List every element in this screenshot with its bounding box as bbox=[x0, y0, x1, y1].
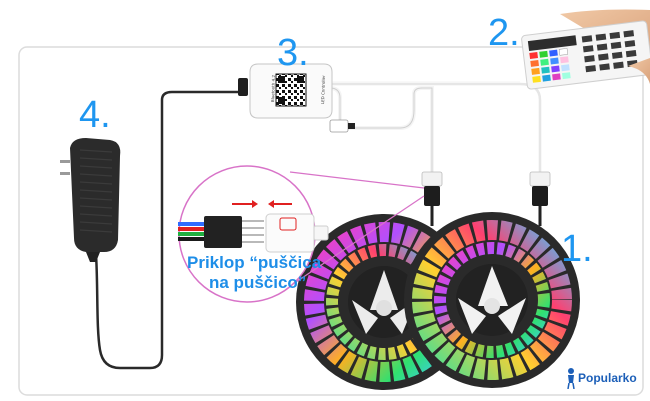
caption-line-1: Priklop “puščica bbox=[187, 253, 322, 272]
controller-label-left: Bluetooth 4.2 bbox=[270, 74, 276, 103]
label-controller: 3. bbox=[277, 32, 309, 74]
frame-border bbox=[18, 46, 644, 396]
label-power-adapter: 4. bbox=[79, 94, 111, 136]
remote-in-hand bbox=[521, 9, 650, 90]
led-reel-right bbox=[404, 212, 580, 388]
callout-line-top bbox=[289, 171, 425, 189]
strip-connector-1 bbox=[421, 171, 443, 226]
controller-box bbox=[238, 63, 333, 119]
zoomed-connector bbox=[178, 213, 329, 253]
controller-label-right: LED Controller bbox=[320, 75, 327, 105]
figure-icon bbox=[567, 368, 575, 389]
label-remote: 2. bbox=[488, 12, 520, 54]
red-arrows bbox=[232, 200, 292, 208]
label-led-strips: 1. bbox=[561, 228, 593, 270]
adapter-cable bbox=[90, 90, 238, 370]
power-adapter bbox=[60, 138, 121, 262]
strip-connector-2 bbox=[529, 171, 551, 226]
controller-cable-left-outline bbox=[300, 87, 433, 172]
callout-line-bottom bbox=[295, 195, 425, 283]
brand-logo: Popularko bbox=[566, 367, 637, 389]
brand-logo-text: Popularko bbox=[578, 371, 637, 385]
controller-plug bbox=[329, 119, 355, 133]
caption-line-2: na puščico” bbox=[209, 273, 307, 292]
